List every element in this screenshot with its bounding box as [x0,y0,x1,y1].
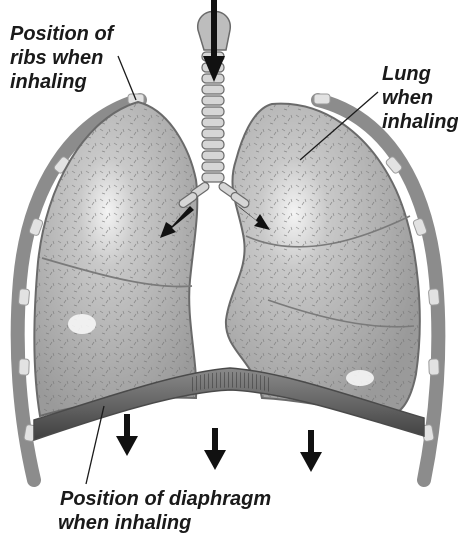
lung-label-line: when [382,86,458,110]
ribs-leader-line [118,56,136,100]
ribs-label-line: inhaling [10,70,113,94]
arrow-down-icon [204,428,226,470]
lung-label: Lung when inhaling [382,62,458,134]
ribs-label-line: ribs when [10,46,113,70]
diaphragm-label: Position of diaphragm when inhaling [58,487,271,535]
lung-label-line: Lung [382,62,458,86]
diaphragm-label-line: when inhaling [58,511,271,535]
arrow-down-icon [300,430,322,472]
arrow-down-icon [116,414,138,456]
diaphragm-label-line: Position of diaphragm [60,487,271,511]
ribs-label-line: Position of [10,22,113,46]
ribs-label: Position of ribs when inhaling [10,22,113,94]
lung-label-line: inhaling [382,110,458,134]
